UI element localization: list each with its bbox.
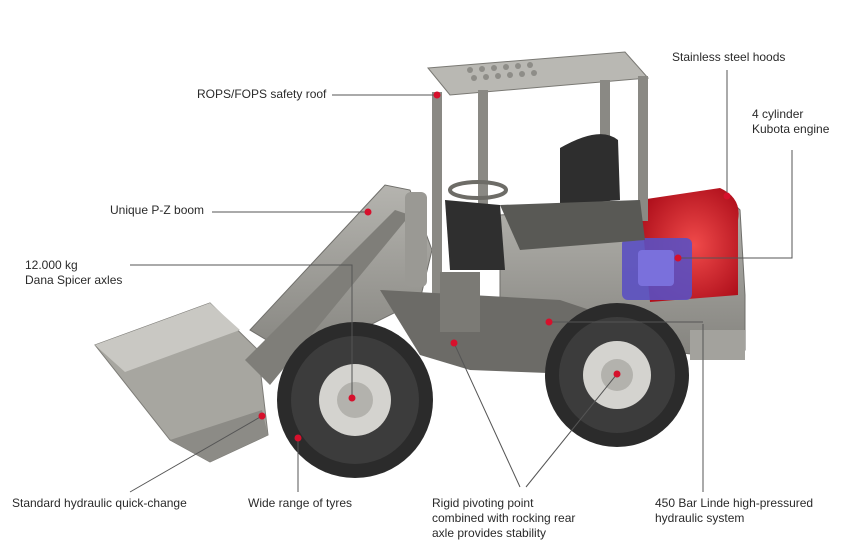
label-engine-line2: Kubota engine xyxy=(752,122,830,136)
marker-quickchange xyxy=(258,412,266,420)
label-axles: 12.000 kg Dana Spicer axles xyxy=(25,258,122,288)
rops-cab xyxy=(427,51,650,302)
marker-engine xyxy=(674,254,682,262)
marker-dots xyxy=(258,91,731,442)
label-hydraulic: 450 Bar Linde high-pressured hydraulic s… xyxy=(655,496,813,526)
label-engine-line1: 4 cylinder xyxy=(752,107,804,121)
label-hydraulic-line2: hydraulic system xyxy=(655,511,745,525)
label-quickchange: Standard hydraulic quick-change xyxy=(12,496,187,511)
label-pivot-line2: combined with rocking rear xyxy=(432,511,576,525)
marker-boom xyxy=(364,208,372,216)
label-quickchange-text: Standard hydraulic quick-change xyxy=(12,496,187,510)
pz-boom xyxy=(245,184,433,385)
label-axles-line2: Dana Spicer axles xyxy=(25,273,123,287)
marker-pivot xyxy=(450,339,458,347)
bucket xyxy=(94,302,269,463)
label-pivot-line1: Rigid pivoting point xyxy=(432,496,534,510)
marker-hydraulic xyxy=(545,318,553,326)
marker-tyres xyxy=(294,434,302,442)
label-hoods: Stainless steel hoods xyxy=(672,50,785,65)
label-pivot: Rigid pivoting point combined with rocki… xyxy=(432,496,575,541)
label-hydraulic-line1: 450 Bar Linde high-pressured xyxy=(655,496,814,510)
label-rops-text: ROPS/FOPS safety roof xyxy=(197,87,327,101)
label-hoods-text: Stainless steel hoods xyxy=(672,50,786,64)
marker-rops xyxy=(433,91,441,99)
leader-lines xyxy=(129,70,793,493)
label-axles-line1: 12.000 kg xyxy=(25,258,78,272)
label-rops: ROPS/FOPS safety roof xyxy=(197,87,326,102)
front-wheel xyxy=(277,322,433,478)
marker-axles xyxy=(348,394,356,402)
label-boom-text: Unique P-Z boom xyxy=(110,203,205,217)
steering-wheel xyxy=(448,180,508,200)
label-boom: Unique P-Z boom xyxy=(110,203,204,218)
label-pivot-line3: axle provides stability xyxy=(432,526,547,540)
label-tyres: Wide range of tyres xyxy=(248,496,352,511)
marker-hoods xyxy=(723,192,731,200)
label-tyres-text: Wide range of tyres xyxy=(248,496,353,510)
seat xyxy=(560,134,620,205)
label-engine: 4 cylinder Kubota engine xyxy=(752,107,829,137)
marker-rear-axle xyxy=(613,370,621,378)
